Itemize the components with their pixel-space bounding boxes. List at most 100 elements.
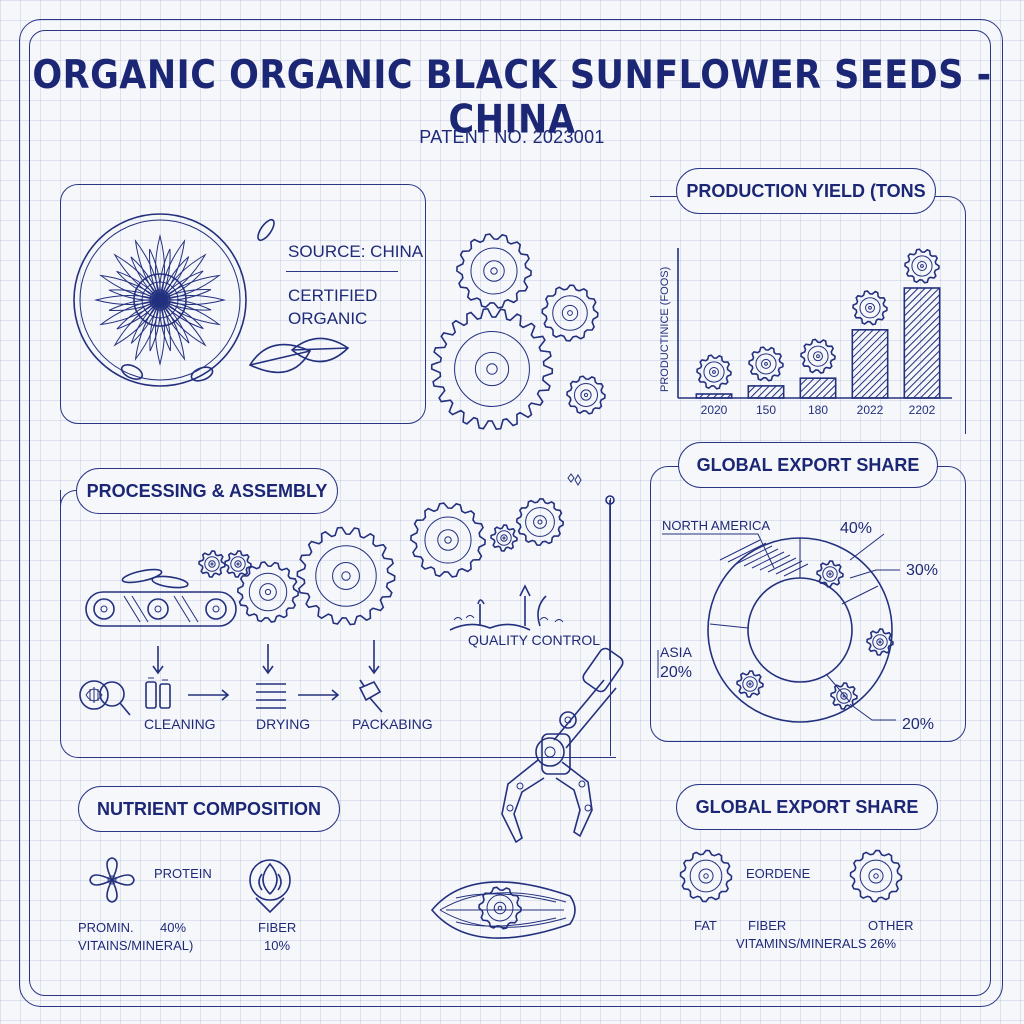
gear-icon xyxy=(541,284,599,342)
gear-icon xyxy=(515,497,565,547)
bar-hatch xyxy=(912,371,941,399)
bar-hatch xyxy=(815,377,836,399)
bar-hatch xyxy=(860,371,889,399)
bar-hatch xyxy=(770,385,784,399)
step-packaging: PACKABING xyxy=(352,716,433,732)
bar-hatch xyxy=(874,385,889,399)
bar-hatch xyxy=(853,364,889,399)
sunflower-illustration xyxy=(73,213,350,387)
value-40: 40% xyxy=(840,520,873,537)
label-protein: PROTEIN xyxy=(154,866,212,881)
bar-hatch xyxy=(851,329,881,359)
bar-hatch xyxy=(881,392,889,399)
export-heading-1: GLOBAL EXPORT SHARE xyxy=(678,442,938,488)
label-fat: FAT xyxy=(694,918,717,933)
bar-hatch xyxy=(851,357,889,394)
quality-control-label: QUALITY CONTROL xyxy=(468,632,600,648)
source-label: SOURCE: CHINA xyxy=(288,242,424,261)
bar-hatch xyxy=(903,287,926,310)
bar-hatch xyxy=(903,294,941,331)
processing-gears xyxy=(198,497,565,626)
export2-gear-left xyxy=(679,849,733,903)
source-panel xyxy=(60,184,426,424)
gear-icon xyxy=(816,560,844,588)
bar-3 xyxy=(851,329,889,399)
certified-label-1: CERTIFIED xyxy=(288,286,378,305)
bar-label-3: 2022 xyxy=(857,403,884,417)
bar-hatch xyxy=(851,329,888,366)
bar-hatch xyxy=(919,378,941,399)
value-30: 30% xyxy=(906,562,939,579)
export2-gear-right xyxy=(849,849,903,903)
bar-hatch xyxy=(801,377,822,399)
bar-2 xyxy=(799,377,837,399)
value-other: 26% xyxy=(870,936,897,951)
bar-hatch xyxy=(799,377,808,386)
bar-hatch xyxy=(698,393,704,399)
bar-label-1: 150 xyxy=(756,403,776,417)
step-drying: DRYING xyxy=(256,716,311,732)
outer-frame xyxy=(19,19,1003,1007)
certified-label-2: ORGANIC xyxy=(288,309,368,328)
patent-number: PATENT NO. 2023001 xyxy=(419,127,605,147)
production-heading: PRODUCTION YIELD (TONS xyxy=(676,168,936,214)
bar-hatch xyxy=(777,392,785,399)
bar-gear-icon xyxy=(748,346,784,382)
bar-hatch xyxy=(933,392,941,399)
bar-hatch xyxy=(851,343,889,380)
label-asia: ASIA xyxy=(660,644,692,660)
bar-hatch xyxy=(903,287,940,324)
robotic-arm-illustration xyxy=(501,495,624,844)
label-vitamins-minerals-2: VITAMINS/MINERALS xyxy=(736,936,867,951)
gear-icon xyxy=(679,849,733,903)
label-other: OTHER xyxy=(868,918,914,933)
source-divider xyxy=(286,271,398,272)
label-fiber: FIBER xyxy=(258,920,297,935)
gear-icon xyxy=(198,550,226,578)
label-north-america: NORTH AMERICA xyxy=(662,518,771,533)
bar-label-0: 2020 xyxy=(701,403,728,417)
bar-hatch xyxy=(903,287,933,317)
gear-cluster-top xyxy=(430,233,606,431)
bar-hatch xyxy=(903,301,941,338)
gear-icon xyxy=(830,682,858,710)
label-prominl: PROMIN. xyxy=(78,920,134,935)
bar-hatch xyxy=(903,308,941,345)
bar-hatch xyxy=(851,336,889,373)
bar-hatch xyxy=(747,385,756,394)
bar-hatch xyxy=(905,364,941,399)
bar-hatch xyxy=(799,377,815,393)
bar-hatch xyxy=(903,329,941,366)
export-donut-chart xyxy=(707,537,894,723)
nutrient-icons xyxy=(89,857,291,914)
bar-hatch xyxy=(903,287,912,296)
bar-hatch xyxy=(712,393,718,399)
bar-label-4: 2202 xyxy=(909,403,936,417)
gear-icon xyxy=(456,233,532,309)
bar-hatch xyxy=(851,329,874,352)
label-vitamins-minerals: VITAINS/MINERAL) xyxy=(78,938,194,953)
bar-hatch xyxy=(719,393,725,399)
bar-hatch xyxy=(867,378,889,399)
bar-hatch xyxy=(749,385,763,399)
bar-gear-icon xyxy=(852,290,888,326)
bar-hatch xyxy=(829,391,837,399)
bar-hatch xyxy=(926,385,941,399)
chart-ylabel: PRODUCTINICE (FOOS) xyxy=(659,267,671,392)
export-leader-lines xyxy=(657,533,900,721)
label-eordene: EORDENE xyxy=(746,866,811,881)
bar-hatch xyxy=(903,315,941,352)
processing-illustration xyxy=(79,473,582,716)
bar-hatch xyxy=(903,350,941,387)
bar-hatch xyxy=(903,343,941,380)
inner-frame xyxy=(29,30,991,996)
nutrient-heading: NUTRIENT COMPOSITION xyxy=(78,786,340,832)
bar-gear-icon xyxy=(800,338,836,374)
bar-hatch xyxy=(822,384,837,399)
processing-panel xyxy=(60,490,616,758)
seed-gear-icon xyxy=(478,886,522,930)
value-prominl: 40% xyxy=(160,920,187,935)
bar-hatch xyxy=(903,322,941,359)
gear-icon xyxy=(736,670,764,698)
